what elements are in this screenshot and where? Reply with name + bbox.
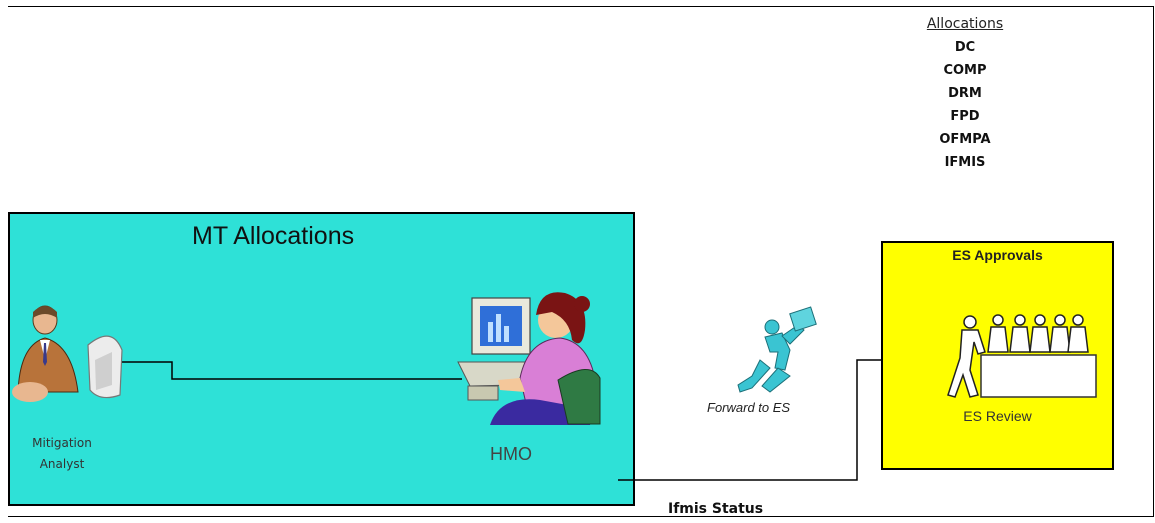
mt-allocations-title: MT Allocations bbox=[192, 222, 355, 250]
es-approvals-title: ES Approvals bbox=[952, 247, 1043, 263]
allocations-list: Allocations DC COMP DRM FPD OFMPA IFMIS bbox=[900, 16, 1030, 174]
connector-analyst-hmo bbox=[120, 361, 462, 380]
analyst-person-icon bbox=[12, 305, 79, 402]
allocation-item-ifmis: IFMIS bbox=[944, 155, 986, 170]
analyst-label-line-1: Mitigation bbox=[32, 436, 92, 450]
allocation-item-dc: DC bbox=[954, 40, 976, 55]
allocations-title: Allocations bbox=[926, 16, 1004, 32]
hmo-person-icon bbox=[490, 292, 601, 425]
forward-to-es-label: Forward to ES bbox=[707, 400, 791, 415]
analyst-computer-icon bbox=[87, 335, 123, 399]
allocation-item-ofmpa: OFMPA bbox=[939, 132, 991, 147]
analyst-label-line-2: Analyst bbox=[39, 457, 85, 471]
diagram-frame bbox=[8, 6, 1154, 517]
mitigation-analyst-label: Mitigation Analyst bbox=[22, 433, 102, 475]
forward-person-icon bbox=[737, 306, 817, 393]
connector-mt-es bbox=[618, 359, 881, 481]
allocation-item-fpd: FPD bbox=[950, 109, 980, 124]
hmo-label: HMO bbox=[490, 444, 532, 464]
ifmis-status-label: Ifmis Status bbox=[668, 501, 764, 517]
es-review-meeting-icon bbox=[947, 314, 1097, 398]
allocation-item-drm: DRM bbox=[948, 86, 982, 101]
allocation-item-comp: COMP bbox=[943, 63, 987, 78]
es-review-label: ES Review bbox=[963, 408, 1032, 424]
